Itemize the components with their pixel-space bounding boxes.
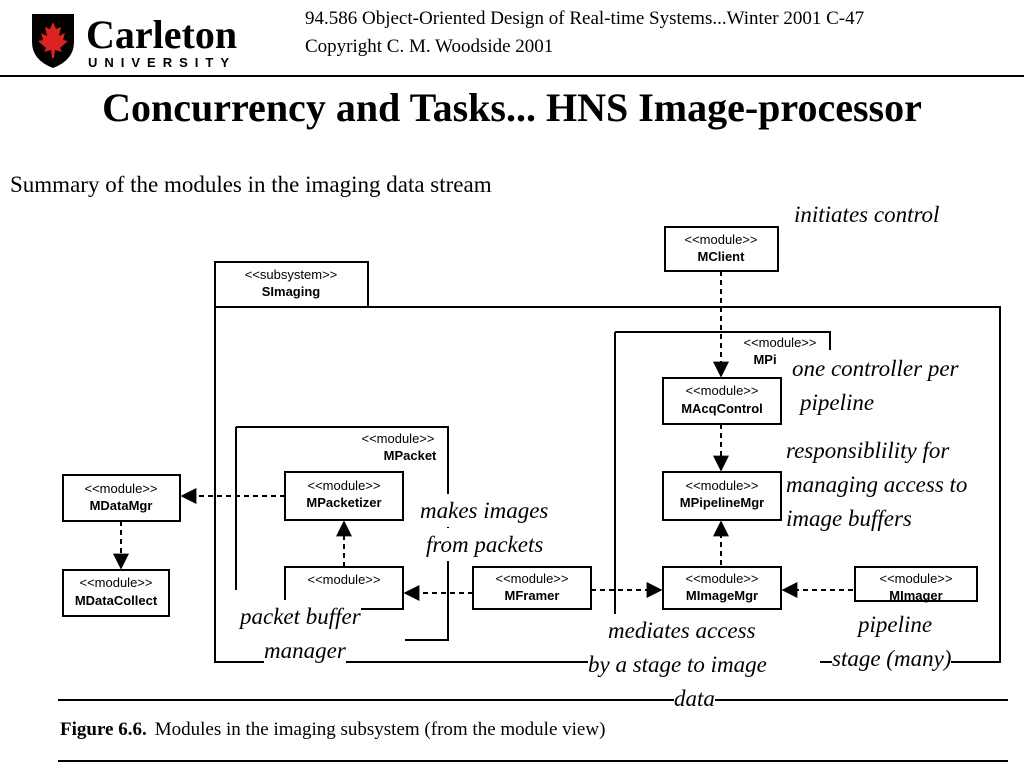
annotation-responsibility-line-1: responsiblility for bbox=[786, 434, 950, 468]
mclient-stereotype: <<module>> bbox=[684, 232, 757, 247]
figure-caption-text: Modules in the imaging subsystem (from t… bbox=[154, 719, 606, 740]
mpacket-name: MPacket bbox=[384, 448, 437, 463]
carleton-logo: Carleton UNIVERSITY bbox=[32, 12, 237, 70]
annotation-controller-line-1: one controller per bbox=[792, 352, 959, 386]
mdatacollect-box bbox=[62, 569, 170, 617]
annotation-responsibility-line-3: image buffers bbox=[786, 502, 912, 536]
mpipeline-stereotype: <<module>> bbox=[743, 335, 816, 350]
mimagemgr-box bbox=[662, 566, 782, 610]
subsystem-tab bbox=[214, 261, 369, 308]
annotation-makes-line-1: makes images bbox=[420, 494, 549, 528]
mdatacollect-stereotype: <<module>> bbox=[79, 575, 152, 590]
macqcontrol-box bbox=[662, 377, 782, 425]
annotation-packet-line-1: packet buffer bbox=[240, 600, 361, 634]
figure-number: Figure 6.6. bbox=[60, 719, 147, 740]
annotation-responsibility-line-2: managing access to bbox=[786, 468, 968, 502]
annotation-mediates-line-3: data bbox=[674, 682, 715, 716]
mframer-box bbox=[472, 566, 592, 610]
copyright-line: Copyright C. M. Woodside 2001 bbox=[305, 36, 554, 57]
mclient-box bbox=[664, 226, 779, 272]
logo-name: Carleton bbox=[86, 12, 237, 57]
mpacketizer-name: MPacketizer bbox=[306, 495, 381, 510]
annotation-controller-line-2: pipeline bbox=[800, 386, 875, 420]
annotation-stage-line-2: stage (many) bbox=[832, 642, 952, 676]
mimager-box bbox=[854, 566, 978, 602]
course-header: 94.586 Object-Oriented Design of Real-ti… bbox=[305, 8, 865, 29]
mpacketbuffer-stereotype: <<module>> bbox=[307, 572, 380, 587]
slide-subtitle: Summary of the modules in the imaging da… bbox=[10, 172, 492, 197]
figure-caption: Figure 6.6. Modules in the imaging subsy… bbox=[60, 719, 605, 741]
mpacketizer-box bbox=[284, 471, 404, 521]
annotation-stage-line-1: pipeline bbox=[858, 608, 933, 642]
annotation-mediates-line-1: mediates access bbox=[608, 614, 756, 648]
maple-leaf-icon bbox=[38, 22, 68, 58]
mdatamgr-stereotype: <<module>> bbox=[84, 481, 157, 496]
macqcontrol-stereotype: <<module>> bbox=[685, 383, 758, 398]
mdatacollect-name: MDataCollect bbox=[75, 593, 158, 608]
annotation-packet-line-2: manager bbox=[264, 634, 346, 668]
mframer-stereotype: <<module>> bbox=[495, 571, 568, 586]
slide-title: Concurrency and Tasks... HNS Image-proce… bbox=[102, 85, 922, 130]
mpipelinemgr-stereotype: <<module>> bbox=[685, 478, 758, 493]
mclient-name: MClient bbox=[698, 249, 746, 264]
mpipeline-name: MPi bbox=[753, 352, 776, 367]
mimagemgr-name: MImageMgr bbox=[686, 588, 758, 603]
mpipelinemgr-box bbox=[662, 471, 782, 521]
subsystem-stereotype: <<subsystem>> bbox=[245, 267, 338, 282]
subsystem-name: SImaging bbox=[262, 284, 321, 299]
mimager-stereotype: <<module>> bbox=[879, 571, 952, 586]
mimagemgr-stereotype: <<module>> bbox=[685, 571, 758, 586]
mpipelinemgr-name: MPipelineMgr bbox=[680, 495, 765, 510]
mimager-name: MImager bbox=[889, 588, 942, 603]
pipeline-package bbox=[614, 331, 831, 640]
mframer-name: MFramer bbox=[505, 588, 560, 603]
logo-sub: UNIVERSITY bbox=[88, 55, 236, 70]
annotation-initiates-control: initiates control bbox=[794, 198, 940, 232]
mpacket-stereotype: <<module>> bbox=[361, 431, 434, 446]
header-rule bbox=[0, 75, 1024, 77]
mdatamgr-box bbox=[62, 474, 181, 522]
macqcontrol-name: MAcqControl bbox=[681, 401, 763, 416]
mdatamgr-name: MDataMgr bbox=[90, 498, 153, 513]
mpacketizer-stereotype: <<module>> bbox=[307, 478, 380, 493]
annotation-mediates-line-2: by a stage to image bbox=[588, 648, 767, 682]
annotation-makes-line-2: from packets bbox=[426, 528, 544, 562]
